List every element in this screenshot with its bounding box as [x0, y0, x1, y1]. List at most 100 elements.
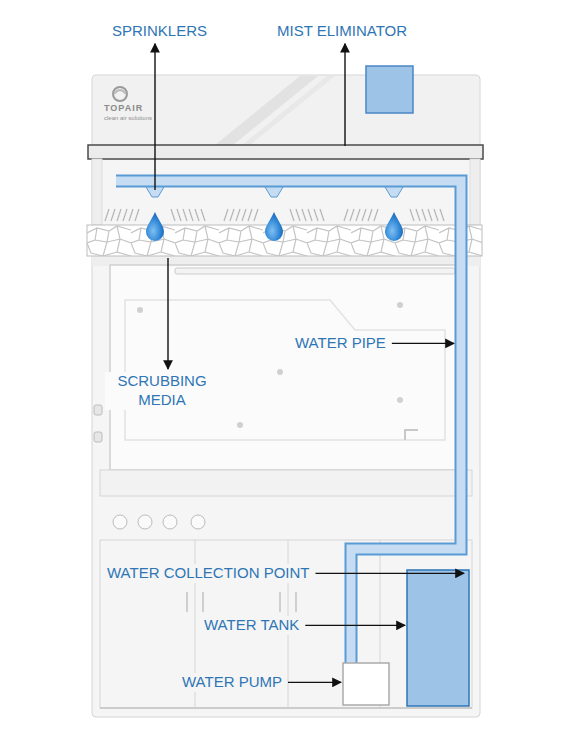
sash-window	[94, 405, 102, 415]
sash-window	[125, 300, 445, 440]
sash-window	[397, 397, 403, 403]
water-spray	[356, 209, 360, 221]
water-spray	[296, 209, 300, 221]
water-spray	[410, 209, 414, 221]
water-drops	[385, 212, 403, 241]
mist-eliminator	[366, 66, 413, 113]
sash-window	[92, 256, 480, 470]
work-surface-and-cabinet	[100, 470, 472, 496]
water-drops	[146, 212, 164, 241]
hood-body	[114, 90, 126, 94]
water-spray	[320, 209, 324, 221]
water-spray	[129, 209, 133, 221]
water-spray	[117, 209, 121, 221]
work-surface-and-cabinet	[163, 515, 177, 529]
leader-line	[392, 343, 454, 344]
water-spray	[135, 209, 139, 221]
hood-body	[215, 76, 318, 145]
callout-label: WATER PIPE	[293, 334, 388, 353]
callout-label: WATER COLLECTION POINT	[105, 564, 312, 583]
sash-window	[237, 422, 243, 428]
sash-window	[137, 307, 143, 313]
work-surface-and-cabinet	[100, 707, 472, 709]
water-tank	[407, 570, 469, 706]
leader-line	[344, 44, 345, 146]
water-spray	[201, 209, 205, 221]
leader-line	[167, 258, 168, 369]
water-spray	[290, 209, 294, 221]
leader-line	[316, 573, 464, 574]
sash-window	[277, 369, 283, 375]
sprinkler-heads	[265, 187, 283, 197]
callout-label: WATER TANK	[202, 616, 301, 635]
hood-body	[92, 75, 480, 717]
water-spray	[242, 209, 246, 221]
water-pump	[343, 663, 389, 705]
sash-window	[110, 265, 462, 470]
water-spray	[344, 209, 348, 221]
water-spray	[105, 209, 109, 221]
water-spray	[422, 209, 426, 221]
water-spray	[195, 209, 199, 221]
fume-hood-illustration	[92, 159, 102, 225]
water-spray	[302, 209, 306, 221]
water-spray	[362, 209, 366, 221]
work-surface-and-cabinet	[191, 515, 205, 529]
sash-window	[175, 268, 455, 274]
top-band	[88, 145, 483, 159]
leader-line	[154, 44, 155, 190]
water-spray	[177, 209, 181, 221]
sprinkler-heads	[385, 187, 403, 197]
work-surface-and-cabinet	[100, 470, 472, 708]
water-spray	[123, 209, 127, 221]
logo-text: TOPAIR	[102, 103, 145, 114]
water-spray	[224, 209, 228, 221]
leader-line	[288, 682, 341, 683]
callout-label: WATER PUMP	[180, 673, 284, 692]
hood-body	[93, 76, 479, 145]
water-spray	[374, 209, 378, 221]
water-spray	[314, 209, 318, 221]
water-spray	[308, 209, 312, 221]
sash-window	[94, 432, 102, 442]
work-surface-and-cabinet	[279, 592, 281, 612]
fume-hood-illustration	[470, 159, 480, 225]
water-spray	[350, 209, 354, 221]
work-surface-and-cabinet	[113, 515, 127, 529]
work-surface-and-cabinet	[186, 592, 188, 612]
water-spray	[434, 209, 438, 221]
hood-body	[113, 87, 127, 101]
work-surface-and-cabinet	[202, 592, 204, 612]
water-spray	[368, 209, 372, 221]
callout-label: MIST ELIMINATOR	[275, 22, 409, 41]
water-spray	[236, 209, 240, 221]
hood-body	[242, 76, 335, 145]
work-surface-and-cabinet	[138, 515, 152, 529]
work-surface-and-cabinet	[295, 592, 297, 612]
hood-body	[92, 75, 480, 717]
water-spray	[248, 209, 252, 221]
water-spray	[254, 209, 258, 221]
leader-line	[305, 625, 405, 626]
water-drops	[265, 212, 283, 241]
water-drops	[146, 212, 403, 241]
scrubbing-media-cells	[87, 225, 482, 256]
sash-window	[405, 430, 418, 440]
logo-tagline: clean air solutions	[102, 115, 154, 123]
water-spray	[183, 209, 187, 221]
sash-window	[397, 302, 403, 308]
water-spray	[111, 209, 115, 221]
scrubbing-media	[87, 225, 482, 256]
sprinkler-heads	[146, 187, 403, 197]
water-spray	[189, 209, 193, 221]
callout-label: SPRINKLERS	[110, 22, 209, 41]
water-spray	[171, 209, 175, 221]
water-spray	[440, 209, 444, 221]
work-surface-and-cabinet	[100, 540, 472, 708]
callout-label: SCRUBBING MEDIA	[105, 372, 219, 410]
water-spray	[416, 209, 420, 221]
water-spray	[230, 209, 234, 221]
water-spray	[428, 209, 432, 221]
